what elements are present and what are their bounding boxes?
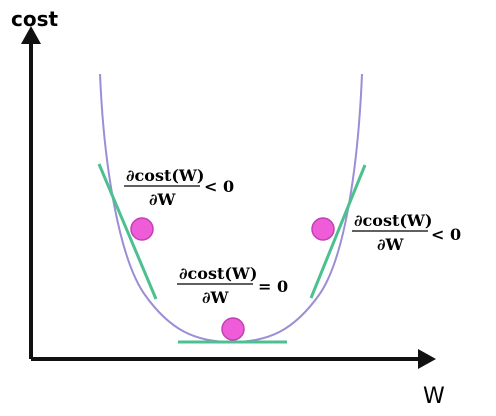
x-axis-label: W — [423, 384, 445, 409]
left-derivative-annotation: ∂cost(W) ∂W < 0 — [124, 166, 234, 209]
x-axis-arrowhead — [418, 349, 436, 369]
cost-curve — [99, 73, 363, 344]
right-denominator: ∂W — [377, 235, 405, 254]
left-numerator: ∂cost(W) — [126, 166, 204, 185]
right-tangent-line — [309, 164, 367, 299]
right-derivative-annotation: ∂cost(W) ∂W < 0 — [352, 211, 461, 254]
right-numerator: ∂cost(W) — [354, 211, 432, 230]
left-tangent-line — [97, 163, 158, 300]
y-axis-label: cost — [11, 7, 59, 31]
bottom-derivative-annotation: ∂cost(W) ∂W = 0 — [177, 264, 288, 307]
right-relation: < 0 — [431, 225, 461, 244]
bottom-denominator: ∂W — [202, 288, 230, 307]
bottom-relation: = 0 — [258, 277, 288, 296]
left-ball — [130, 217, 154, 241]
bottom-ball — [221, 317, 245, 341]
bottom-numerator: ∂cost(W) — [179, 264, 257, 283]
left-denominator: ∂W — [149, 190, 177, 209]
left-relation: < 0 — [204, 177, 234, 196]
y-axis-arrowhead — [21, 26, 41, 44]
right-ball — [311, 217, 335, 241]
